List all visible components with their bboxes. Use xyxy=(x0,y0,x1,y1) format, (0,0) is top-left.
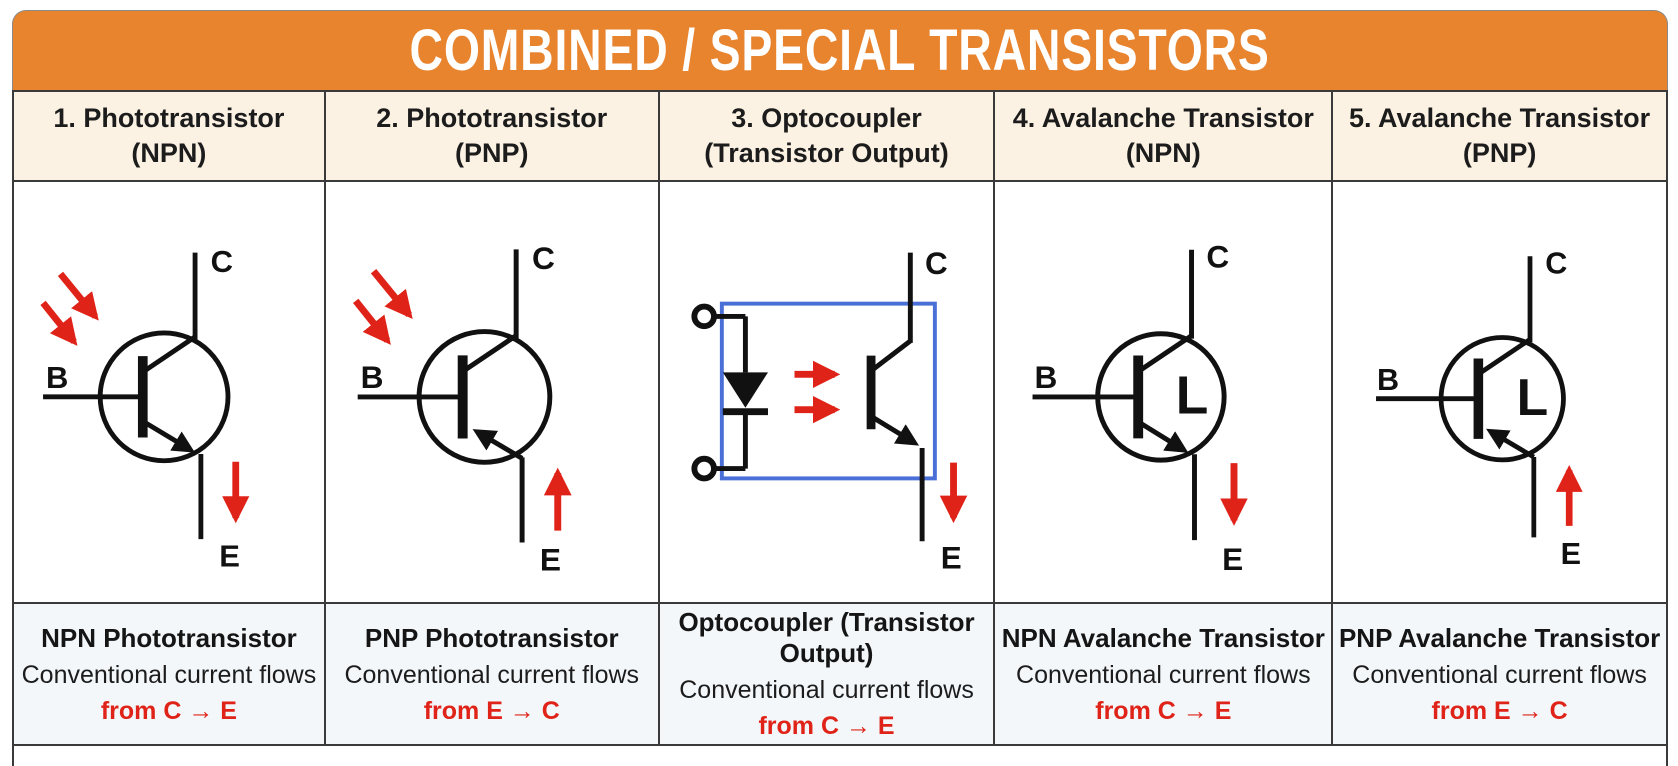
column-title: 5. Avalanche Transistor xyxy=(1349,103,1651,133)
current-flow-text: from C → E xyxy=(758,712,895,740)
pnp-phototransistor-symbol: B C E xyxy=(352,240,572,577)
diagram-phototransistor-npn: B C E xyxy=(14,182,326,602)
next-section-cutoff xyxy=(12,746,1668,766)
description-avalanche-pnp: PNP Avalanche Transistor Conventional cu… xyxy=(1333,604,1666,744)
input-terminal-bottom xyxy=(691,455,717,482)
header-cell-avalanche-pnp: 5. Avalanche Transistor (PNP) xyxy=(1333,92,1666,180)
column-title: 2. Phototransistor xyxy=(376,103,608,133)
emitter-label: E xyxy=(940,541,961,576)
diagram-optocoupler: C E xyxy=(660,182,996,602)
base-label: B xyxy=(46,360,68,395)
base-label: B xyxy=(361,359,384,395)
header-cell-avalanche-npn: 4. Avalanche Transistor (NPN) xyxy=(995,92,1334,180)
transistor-table: 1. Phototransistor (NPN) 2. Phototransis… xyxy=(12,90,1668,746)
collector-label: C xyxy=(925,246,948,281)
description-title: NPN Avalanche Transistor xyxy=(1001,622,1325,653)
description-phototransistor-pnp: PNP Phototransistor Conventional current… xyxy=(326,604,660,744)
emitter-label: E xyxy=(1223,541,1244,577)
description-optocoupler: Optocoupler (Transistor Output) Conventi… xyxy=(660,604,996,744)
diagram-phototransistor-pnp: B C E xyxy=(326,182,660,602)
description-text: Conventional current flows xyxy=(344,660,640,689)
description-phototransistor-npn: NPN Phototransistor Conventional current… xyxy=(14,604,326,744)
column-subtitle: (NPN) xyxy=(1125,138,1201,168)
input-terminal-top xyxy=(691,303,717,330)
header-cell-optocoupler: 3. Optocoupler (Transistor Output) xyxy=(660,92,996,180)
current-flow-text: from E → C xyxy=(1431,696,1568,725)
description-text: Conventional current flows xyxy=(1352,660,1647,689)
diagram-avalanche-npn: L B C E xyxy=(995,182,1334,602)
current-flow-text: from E → C xyxy=(423,696,560,725)
title-banner: COMBINED / SPECIAL TRANSISTORS xyxy=(12,10,1668,90)
description-text: Conventional current flows xyxy=(679,676,974,704)
avalanche-mark: L xyxy=(1517,368,1549,426)
avalanche-mark: L xyxy=(1176,367,1209,426)
current-flow-text: from C → E xyxy=(100,696,237,725)
npn-phototransistor-symbol: B C E xyxy=(40,244,250,573)
emitter-label: E xyxy=(540,541,561,577)
npn-avalanche-symbol: L B C E xyxy=(1032,239,1249,577)
base-label: B xyxy=(1377,363,1399,397)
optocoupler-package-outline xyxy=(719,301,937,481)
emitter-label: E xyxy=(1561,537,1581,571)
description-row: NPN Phototransistor Conventional current… xyxy=(14,604,1666,746)
header-cell-phototransistor-npn: 1. Phototransistor (NPN) xyxy=(14,92,326,180)
collector-label: C xyxy=(1546,246,1568,280)
transistor-chart-card: COMBINED / SPECIAL TRANSISTORS 1. Photot… xyxy=(12,10,1668,766)
column-title: 3. Optocoupler xyxy=(731,103,922,133)
description-title: NPN Phototransistor xyxy=(41,622,297,653)
collector-label: C xyxy=(1207,239,1230,275)
diagram-row: B C E B C xyxy=(14,182,1666,604)
description-text: Conventional current flows xyxy=(21,660,317,689)
header-row: 1. Phototransistor (NPN) 2. Phototransis… xyxy=(14,92,1666,182)
diagram-avalanche-pnp: L B C E xyxy=(1333,182,1666,602)
pnp-avalanche-symbol: L B C E xyxy=(1376,246,1583,571)
collector-label: C xyxy=(211,244,233,279)
header-cell-phototransistor-pnp: 2. Phototransistor (PNP) xyxy=(326,92,660,180)
page-title: COMBINED / SPECIAL TRANSISTORS xyxy=(409,18,1271,83)
emitter-label: E xyxy=(219,538,240,573)
column-subtitle: (Transistor Output) xyxy=(704,138,949,168)
column-title: 1. Phototransistor xyxy=(53,103,285,133)
column-subtitle: (PNP) xyxy=(1462,138,1537,168)
description-title: PNP Avalanche Transistor xyxy=(1338,622,1661,653)
description-avalanche-npn: NPN Avalanche Transistor Conventional cu… xyxy=(995,604,1334,744)
led-diode-triangle xyxy=(722,372,768,408)
optocoupler-symbol: C E xyxy=(691,246,967,576)
column-title: 4. Avalanche Transistor xyxy=(1012,103,1314,133)
current-flow-text: from C → E xyxy=(1095,696,1232,725)
column-subtitle: (PNP) xyxy=(455,138,529,168)
base-label: B xyxy=(1035,359,1058,395)
collector-label: C xyxy=(532,240,555,276)
description-title: Optocoupler (Transistor Output) xyxy=(678,607,975,668)
description-text: Conventional current flows xyxy=(1016,660,1311,689)
column-subtitle: (NPN) xyxy=(131,138,207,168)
description-title: PNP Phototransistor xyxy=(364,622,619,653)
